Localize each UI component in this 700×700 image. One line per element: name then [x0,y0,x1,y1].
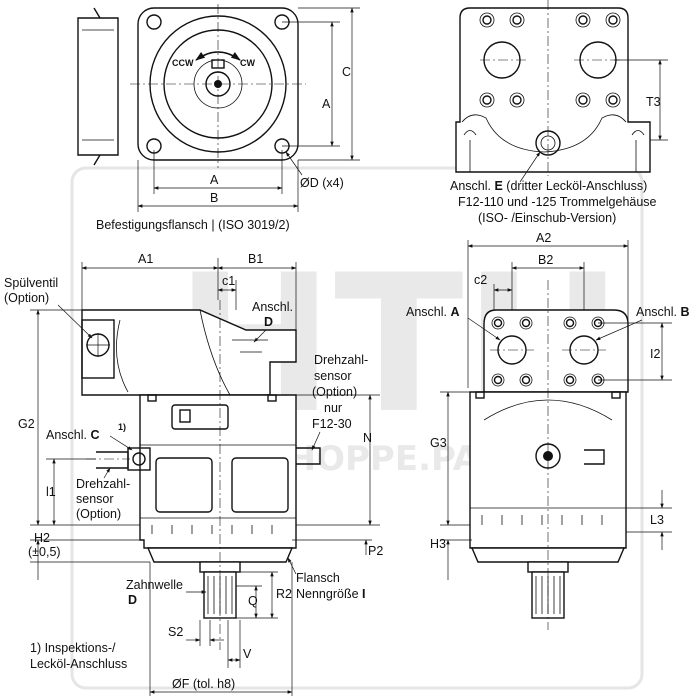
dim-c: C [342,65,351,79]
footnote-line-1: 1) Inspektions-/ [30,641,116,655]
dim-r2: R2 [276,587,292,601]
label-flange-size: Nenngröße I [296,587,366,601]
dim-c1: c1 [222,274,235,288]
caption-flange: Befestigungsflansch | (ISO 3019/2) [96,218,290,232]
dim-d: ØD (x4) [300,176,344,190]
label-flushing-option: (Option) [4,291,49,305]
dim-b: B [210,191,218,205]
front-head [483,309,629,393]
dim-s2: S2 [168,625,183,639]
label-port-b: Anschl. B [636,305,690,319]
pump-head [81,309,297,396]
dim-h3: H3 [430,537,446,551]
pump-body [139,394,297,549]
rotation-arrow-icon [195,51,241,61]
label-ccw: CCW [172,58,194,68]
label-port-c: Anschl. C [46,428,100,442]
view-end-top: T3 Anschl. E (dritter Lecköl-Anschluss) … [450,0,668,225]
dim-b2: B2 [538,253,553,267]
dim-l1: l1 [46,485,56,499]
dim-g3: G3 [430,436,447,450]
dim-i2: I2 [650,347,660,361]
dim-t3: T3 [646,95,661,109]
view-flange-front: CCW CW C A A B ØD (x4) Befestigungsflans… [77,4,360,232]
label-sensor-low-2: sensor [76,492,114,506]
label-spline-shaft: Zahnwelle [126,578,183,592]
flushing-valve [81,319,115,379]
speed-sensor-right [296,447,321,465]
label-flushing-valve: Spülventil [4,276,58,290]
dim-n: N [363,431,372,445]
mount-hole [146,14,162,30]
label-sensor-top-3: (Option) [312,385,357,399]
label-cw: CW [240,58,255,68]
dim-h2: H2 [34,531,50,545]
dim-q: Q [248,594,258,608]
dim-g2: G2 [18,417,35,431]
dim-v: V [243,647,252,661]
speed-sensor-front [584,449,605,465]
dim-c2: c2 [474,273,487,287]
label-note-mark: 1) [118,422,126,432]
dim-a-horizontal: A [210,173,219,187]
caption-housing: F12-110 und -125 Trommelgehäuse [458,195,657,209]
label-port-a: Anschl. A [406,305,460,319]
speed-sensor-left [96,451,129,469]
label-sensor-low-3: (Option) [76,507,121,521]
label-sensor-top-4: nur [324,401,342,415]
label-port-d: Anschl. [252,300,293,314]
end-housing [455,7,651,173]
footnote-line-2: Lecköl-Anschluss [30,657,127,671]
dim-p2: P2 [368,544,383,558]
label-spline-shaft-d: D [128,593,137,607]
dim-a1: A1 [138,252,153,266]
dim-a-vertical: A [322,97,331,111]
label-sensor-top-2: sensor [314,369,352,383]
dim-f: ØF (tol. h8) [172,677,235,691]
view-front: A2 B2 c2 [406,231,690,630]
label-sensor-top-5: F12-30 [312,417,352,431]
caption-version: (ISO- /Einschub-Version) [478,211,616,225]
dim-h2-tol: (±0,5) [28,545,61,559]
caption-port-e: Anschl. E (dritter Lecköl-Anschluss) [450,179,647,193]
dim-a2: A2 [536,231,551,245]
label-sensor-low-1: Drehzahl- [76,477,130,491]
dim-b1: B1 [248,252,263,266]
label-port-d-letter: D [264,315,273,329]
dim-l3: L3 [650,513,664,527]
label-flange: Flansch [296,571,340,585]
label-sensor-top-1: Drehzahl- [314,353,368,367]
view-side: A1 B1 c1 [4,252,383,696]
